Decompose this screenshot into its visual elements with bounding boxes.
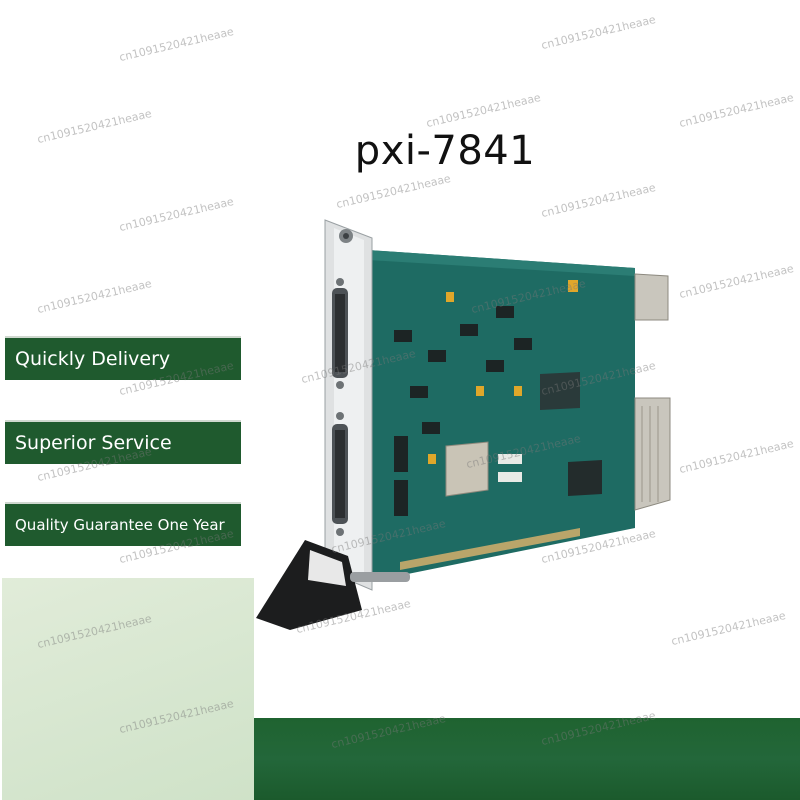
watermark: cn1091520421heaae [118, 195, 235, 234]
badge-quick-delivery: Quickly Delivery [5, 336, 241, 380]
pxi-card-illustration [256, 219, 671, 630]
badge-label: Quickly Delivery [15, 348, 171, 370]
mint-panel [2, 578, 254, 800]
watermark: cn1091520421heaae [36, 277, 153, 316]
badge-quality-guarantee: Quality Guarantee One Year [5, 502, 241, 546]
badge-label: Quality Guarantee One Year [15, 516, 225, 534]
watermark: cn1091520421heaae [540, 13, 657, 52]
product-title: pxi-7841 [354, 128, 536, 174]
watermark: cn1091520421heaae [678, 91, 795, 130]
watermark: cn1091520421heaae [425, 91, 542, 130]
green-bottom-band [254, 718, 800, 800]
badge-label: Superior Service [15, 432, 172, 454]
watermark: cn1091520421heaae [678, 437, 795, 476]
watermark: cn1091520421heaae [678, 262, 795, 301]
badge-superior-service: Superior Service [5, 420, 241, 464]
watermark: cn1091520421heaae [670, 609, 787, 648]
watermark: cn1091520421heaae [118, 25, 235, 64]
watermark: cn1091520421heaae [335, 172, 452, 211]
